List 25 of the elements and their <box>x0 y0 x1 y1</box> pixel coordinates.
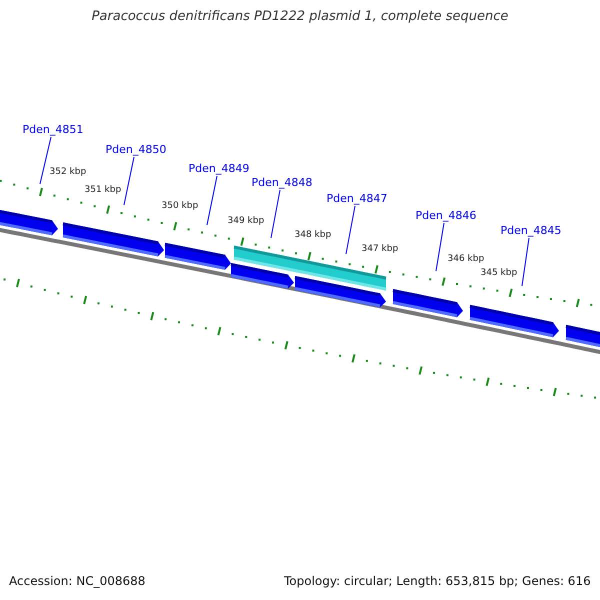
gene-label: Pden_4847 <box>326 192 388 205</box>
summary-text: Topology: circular; Length: 653,815 bp; Genes: 616 <box>284 574 591 588</box>
scale-label: 350 kbp <box>162 201 198 211</box>
gene-label: Pden_4845 <box>500 224 562 237</box>
scale-label: 345 kbp <box>480 268 518 278</box>
gene-label: Pden_4849 <box>188 162 250 175</box>
scale-label: 352 kbp <box>50 167 86 177</box>
leader-line <box>206 176 218 226</box>
accession-text: Accession: NC_008688 <box>9 574 146 588</box>
scale-label: 349 kbp <box>228 216 264 226</box>
scale-label: 351 kbp <box>84 185 122 195</box>
scale-label: 348 kbp <box>294 230 332 240</box>
scale-label: 347 kbp <box>362 244 398 254</box>
gene-label: Pden_4851 <box>22 123 84 136</box>
gene-label: Pden_4848 <box>252 176 312 189</box>
gene-label: Pden_4846 <box>416 209 476 222</box>
leader-line <box>270 190 280 238</box>
gene-label: Pden_4850 <box>106 143 166 156</box>
leader-line <box>40 136 52 184</box>
leader-line <box>522 238 530 286</box>
leader-line <box>124 156 134 206</box>
leader-line <box>346 206 356 254</box>
leader-line <box>436 222 444 272</box>
map-title: Paracoccus denitrificans PD1222 plasmid 1, complete sequence <box>90 9 510 24</box>
scale-label: 346 kbp <box>448 254 484 264</box>
